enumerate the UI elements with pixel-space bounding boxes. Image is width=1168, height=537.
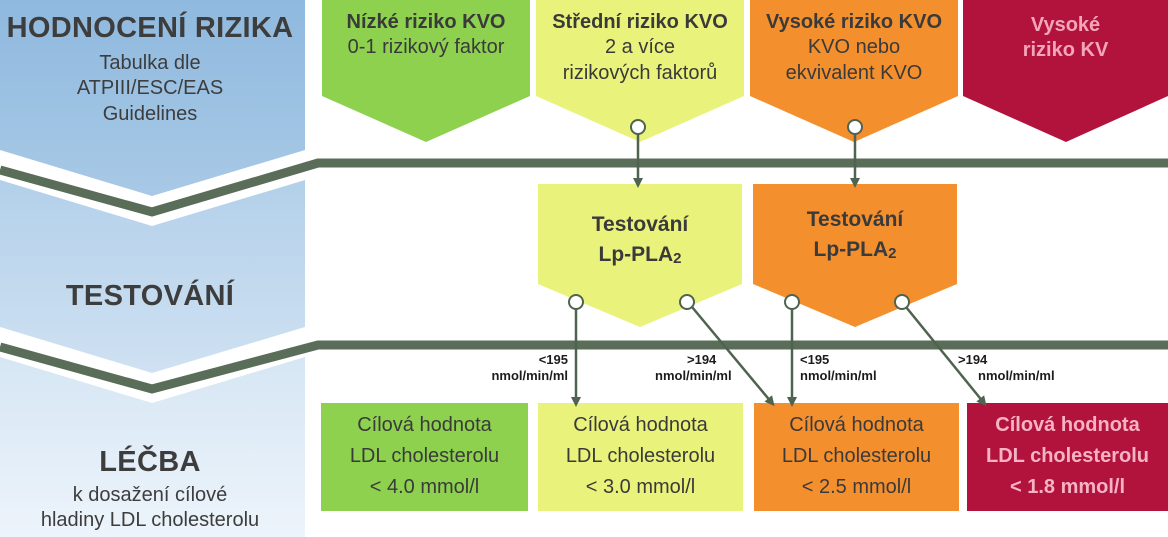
testing-box-high	[753, 184, 957, 327]
connector-node	[894, 294, 910, 310]
divider-band-top	[0, 158, 1168, 217]
risk-label-medium: Střední riziko KVO 2 a více rizikových f…	[536, 10, 744, 86]
divider-band-bottom	[0, 340, 1168, 394]
risk-line: rizikových faktorů	[562, 61, 718, 84]
risk-head: Vysoké	[1030, 14, 1101, 36]
treatment-chevron	[0, 357, 305, 537]
threshold-label-1: <195 nmol/min/ml	[462, 352, 568, 385]
assessment-line-3: Guidelines	[102, 102, 198, 125]
treatment-line-1: k dosažení cílové	[72, 483, 228, 506]
risk-line: ekvivalent KVO	[785, 61, 923, 84]
testing-analyte-subscript: 2	[673, 250, 682, 268]
treatment-line-2: hladiny LDL cholesterolu	[40, 509, 260, 532]
testing-analyte: Lp-PLA	[813, 238, 889, 262]
connector-node	[679, 294, 695, 310]
threshold-label-3: <195 nmol/min/ml	[800, 352, 910, 385]
testing-label-high: Testování Lp-PLA2	[753, 205, 957, 266]
target-line-3: < 4.0 mmol/l	[369, 476, 480, 498]
target-label-3: Cílová hodnota LDL cholesterolu < 2.5 mm…	[754, 410, 959, 503]
target-label-2: Cílová hodnota LDL cholesterolu < 3.0 mm…	[538, 410, 743, 503]
testing-chevron	[0, 180, 305, 373]
testing-analyte-subscript: 2	[888, 245, 897, 263]
connector-test1-high	[691, 306, 775, 407]
testing-line-1: Testování	[591, 213, 689, 236]
target-line-1: Cílová hodnota	[357, 414, 492, 436]
testing-line-2: Lp-PLA2	[538, 240, 742, 270]
assessment-title: HODNOCENÍ RIZIKA	[6, 12, 294, 44]
target-box-2	[538, 403, 743, 511]
risk-head: Střední riziko KVO	[552, 11, 728, 33]
target-line-3: < 3.0 mmol/l	[585, 476, 696, 498]
target-line-3: < 2.5 mmol/l	[801, 476, 912, 498]
target-box-4	[967, 403, 1168, 511]
risk-line: 2 a více	[604, 36, 676, 59]
risk-box-low	[322, 0, 530, 142]
target-line-2: LDL cholesterolu	[565, 445, 716, 467]
treatment-title: LÉČBA	[99, 446, 201, 478]
target-box-1	[321, 403, 528, 511]
target-label-4: Cílová hodnota LDL cholesterolu < 1.8 mm…	[967, 410, 1168, 503]
target-line-2: LDL cholesterolu	[349, 445, 500, 467]
risk-box-medium	[536, 0, 744, 142]
connector-node	[847, 119, 863, 135]
risk-head: Vysoké riziko KVO	[766, 11, 942, 33]
target-box-3	[754, 403, 959, 511]
testing-analyte: Lp-PLA	[598, 243, 674, 267]
target-line-1: Cílová hodnota	[789, 414, 924, 436]
target-line-2: LDL cholesterolu	[986, 445, 1149, 467]
assessment-line-1: Tabulka dle	[99, 51, 201, 74]
risk-box-high	[750, 0, 958, 142]
threshold-value: >194	[687, 352, 717, 367]
treatment-section: LÉČBA k dosažení cílové hladiny LDL chol…	[0, 444, 300, 534]
target-line-1: Cílová hodnota	[995, 414, 1140, 436]
risk-label-very-high: Vysoké riziko KV	[963, 13, 1168, 64]
target-line-2: LDL cholesterolu	[781, 445, 932, 467]
threshold-unit: nmol/min/ml	[978, 368, 1055, 384]
risk-head: Nízké riziko KVO	[346, 11, 506, 33]
risk-line: KVO nebo	[807, 36, 901, 59]
connector-node	[784, 294, 800, 310]
threshold-unit: nmol/min/ml	[800, 368, 877, 384]
testing-label-medium: Testování Lp-PLA2	[538, 210, 742, 271]
target-line-3: < 1.8 mmol/l	[1009, 476, 1126, 498]
testing-line-1: Testování	[806, 208, 904, 231]
testing-title: TESTOVÁNÍ	[65, 280, 235, 312]
connector-test2-high	[905, 306, 987, 407]
threshold-label-4: >194 nmol/min/ml	[958, 352, 1068, 385]
assessment-chevron	[0, 0, 305, 196]
threshold-value: <195	[538, 352, 568, 367]
risk-box-very-high	[963, 0, 1168, 142]
target-line-1: Cílová hodnota	[573, 414, 708, 436]
connector-node	[630, 119, 646, 135]
threshold-value: <195	[800, 352, 830, 367]
testing-box-medium	[538, 184, 742, 327]
threshold-value: >194	[958, 352, 988, 367]
testing-line-2: Lp-PLA2	[753, 235, 957, 265]
risk-line: riziko KV	[1022, 39, 1109, 62]
threshold-unit: nmol/min/ml	[655, 368, 732, 384]
threshold-label-2: >194 nmol/min/ml	[655, 352, 765, 385]
testing-section: TESTOVÁNÍ	[0, 278, 300, 315]
risk-label-low: Nízké riziko KVO 0-1 rizikový faktor	[322, 10, 530, 61]
connector-node	[568, 294, 584, 310]
risk-label-high: Vysoké riziko KVO KVO nebo ekvivalent KV…	[750, 10, 958, 86]
assessment-line-2: ATPIII/ESC/EAS	[76, 77, 224, 100]
target-label-1: Cílová hodnota LDL cholesterolu < 4.0 mm…	[321, 410, 528, 503]
threshold-unit: nmol/min/ml	[491, 368, 568, 384]
risk-line: 0-1 rizikový faktor	[347, 36, 505, 59]
assessment-section: HODNOCENÍ RIZIKA Tabulka dle ATPIII/ESC/…	[0, 10, 300, 127]
